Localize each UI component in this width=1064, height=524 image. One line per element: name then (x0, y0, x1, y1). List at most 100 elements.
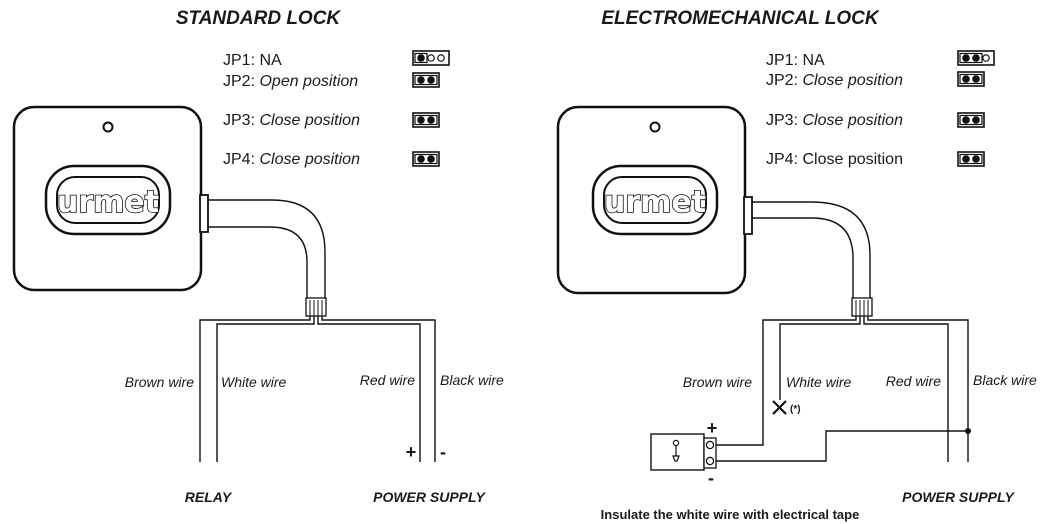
relay-label: RELAY (185, 489, 233, 505)
right-jp4-jumper-icon (957, 151, 985, 167)
right-jp4-setting: Close position (802, 151, 903, 168)
svg-text:JP3: Close position: JP3: Close position (766, 112, 903, 129)
left-jp2-row: JP2: Open position (223, 73, 358, 90)
left-jp2-setting: Open position (259, 73, 358, 90)
left-jp1-jumper-icon (412, 50, 450, 66)
svg-text:JP1: NA: JP1: NA (766, 52, 825, 69)
right-jp2-row: JP2: Close position (766, 72, 903, 89)
jumper-cap (959, 52, 983, 64)
svg-text:JP2: Close position: JP2: Close position (766, 72, 903, 89)
left-jp2-label: JP2: (223, 73, 255, 90)
left-red-wire (317, 316, 421, 462)
right-power-supply-label: POWER SUPPLY (902, 489, 1015, 505)
right-wires (716, 316, 971, 462)
right-red-wire-label: Red wire (886, 373, 941, 389)
right-lock-return-wire (716, 430, 968, 462)
jumper-cap (414, 74, 438, 86)
cut-wire-mark: (*) (790, 404, 801, 415)
right-jp1-row: JP1: NA (766, 52, 825, 69)
right-jp3-label: JP3: (766, 112, 798, 129)
left-brown-wire-label: Brown wire (125, 374, 194, 390)
right-jp2-label: JP2: (766, 72, 798, 89)
right-jp3-setting: Close position (802, 112, 903, 129)
left-jp4-row: JP4: Close position (223, 151, 360, 168)
left-jp2-jumper-icon (412, 72, 440, 88)
jumper-pin-filled (417, 54, 425, 62)
right-jp3-row: JP3: Close position (766, 112, 903, 129)
left-jp3-label: JP3: (223, 112, 255, 129)
right-logo-inner-frame (603, 176, 707, 224)
left-white-wire (216, 316, 315, 462)
jumper-cap (959, 73, 983, 85)
jumper-pin-filled (427, 116, 435, 124)
left-jp1-label: JP1: (223, 52, 255, 69)
left-jp1-setting: NA (259, 52, 282, 69)
left-logo-text: urmet (57, 185, 159, 220)
left-jp3-setting: Close position (259, 112, 360, 129)
left-black-wire-label: Black wire (440, 372, 504, 388)
jumper-pin-filled (962, 116, 970, 124)
jumper-cap (414, 153, 438, 165)
jumper-pin-filled (962, 155, 970, 163)
jumper-pin-filled (962, 75, 970, 83)
right-jp2-jumper-icon (957, 71, 985, 87)
left-reader-device: urmet (12, 105, 209, 292)
right-reader-led-icon (649, 121, 661, 133)
left-wires (199, 316, 436, 462)
insulate-note: Insulate the white wire with electrical … (601, 507, 860, 522)
right-junction-dot (965, 428, 971, 434)
left-jp1-row: JP1: NA (223, 52, 282, 69)
svg-text:JP4: Close position: JP4: Close position (223, 151, 360, 168)
jumper-pin-filled (972, 54, 980, 62)
electromechanical-lock-title: ELECTROMECHANICAL LOCK (601, 8, 880, 29)
jumper-pin-filled (417, 155, 425, 163)
right-minus-sign: - (708, 468, 714, 488)
svg-text:JP4: Close position: JP4: Close position (766, 151, 903, 168)
left-minus-sign: - (440, 442, 446, 462)
right-jumper-list: JP1: NA JP2: Close position JP3: Close p… (766, 50, 995, 168)
right-white-wire (779, 316, 861, 400)
right-jp2-setting: Close position (802, 72, 903, 89)
right-jp3-jumper-icon (957, 112, 985, 128)
right-white-wire-label: White wire (786, 374, 852, 390)
standard-lock-title: STANDARD LOCK (176, 8, 342, 29)
left-jp4-jumper-icon (412, 151, 440, 167)
right-brown-wire-label: Brown wire (683, 374, 752, 390)
jumper-pin-filled (427, 155, 435, 163)
left-cable (208, 199, 327, 317)
jumper-pin-open (982, 54, 990, 62)
right-jp1-setting: NA (802, 52, 825, 69)
jumper-pin-open (437, 54, 445, 62)
left-jp3-row: JP3: Close position (223, 112, 360, 129)
electromechanical-lock-icon (650, 433, 717, 471)
right-plus-sign: + (707, 418, 718, 438)
left-power-supply-label: POWER SUPPLY (373, 489, 486, 505)
cut-wire-icon (772, 400, 787, 415)
left-reader-led-icon (102, 121, 114, 133)
left-plus-sign: + (406, 442, 417, 462)
electromechanical-lock-panel: ELECTROMECHANICAL LOCK JP1: NA JP2: Clos… (556, 8, 1037, 522)
left-red-wire-label: Red wire (360, 372, 415, 388)
jumper-pin-open (427, 54, 435, 62)
right-jp1-label: JP1: (766, 52, 798, 69)
svg-text:JP3: Close position: JP3: Close position (223, 112, 360, 129)
right-jp4-row: JP4: Close position (766, 151, 903, 168)
left-jp4-label: JP4: (223, 151, 255, 168)
jumper-pin-filled (427, 76, 435, 84)
left-white-wire-label: White wire (221, 374, 287, 390)
jumper-pin-filled (972, 155, 980, 163)
left-black-wire (321, 316, 436, 462)
jumper-cap (959, 114, 983, 126)
jumper-pin-filled (972, 75, 980, 83)
right-cable (752, 201, 873, 317)
jumper-cap (414, 114, 438, 126)
right-black-wire (867, 316, 969, 462)
left-jp3-jumper-icon (412, 112, 440, 128)
standard-lock-panel: STANDARD LOCK JP1: NA JP2: Open position… (12, 8, 504, 505)
jumper-pin-filled (972, 116, 980, 124)
jumper-pin-filled (417, 116, 425, 124)
right-jp1-jumper-icon (957, 50, 995, 66)
right-jp4-label: JP4: (766, 151, 798, 168)
